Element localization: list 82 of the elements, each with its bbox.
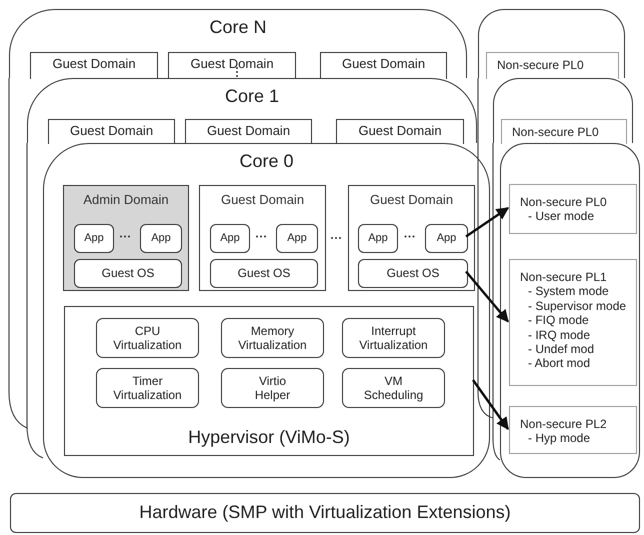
admin-domain-box [63, 185, 189, 291]
box-label: Guest Domain [52, 56, 136, 72]
privilege-panel [500, 143, 640, 478]
box-label: Interrupt Virtualization [359, 324, 428, 352]
box-label: Guest OS [238, 266, 290, 281]
module-box [342, 318, 445, 358]
module-box [96, 318, 199, 358]
app-box [276, 224, 318, 253]
app-box [140, 224, 182, 253]
domain-box [185, 119, 312, 144]
privilege-level-title: Non-secure PL0 [520, 195, 607, 210]
mode-item: - User mode [527, 209, 594, 224]
app-box [425, 224, 468, 253]
module-box [96, 368, 199, 408]
domain-box [48, 119, 175, 144]
box-label: Guest Domain [206, 123, 290, 139]
box-label: App [151, 232, 171, 246]
mode-item: - Abort mod [527, 356, 590, 371]
box-label: Guest OS [386, 266, 440, 281]
domain-box [320, 52, 447, 79]
mode-item: - System mode [527, 284, 609, 299]
box-label: VM Scheduling [364, 374, 424, 402]
privilege-level-box [486, 52, 619, 79]
box-label: App [220, 232, 240, 246]
box-label: Virtio Helper [254, 374, 290, 402]
module-box [221, 318, 324, 358]
privilege-level-box [509, 406, 637, 454]
box-label: Guest Domain [370, 192, 454, 208]
hardware-bar [10, 493, 640, 533]
privilege-level-title: Non-secure PL1 [520, 270, 607, 284]
guest-os-box [74, 259, 182, 288]
box-label: Core 0 [239, 151, 294, 173]
domain-box [348, 185, 475, 291]
privilege-panel [478, 9, 625, 78]
domain-box [199, 185, 326, 291]
box-label: App [84, 232, 104, 246]
box-label: Memory Virtualization [238, 324, 307, 352]
mode-item: - Undef mod [527, 342, 594, 356]
hypervisor-box [64, 306, 474, 456]
app-box [74, 224, 114, 253]
box-label: Guest Domain [342, 56, 426, 72]
privilege-level-title: Non-secure PL0 [512, 125, 599, 140]
arrow [472, 379, 510, 430]
privilege-level-box [509, 184, 637, 234]
mode-item: - IRQ mode [527, 328, 590, 342]
domain-box [168, 52, 296, 79]
privilege-level-title: Non-secure PL2 [520, 417, 607, 432]
box-label: Guest Domain [358, 123, 442, 139]
box-label: Core N [209, 17, 266, 39]
arrow [465, 270, 509, 322]
box-label: App [436, 232, 456, 246]
app-box [210, 224, 250, 253]
box-label: Hypervisor (ViMo-S) [188, 427, 350, 449]
box-label: Core 1 [224, 86, 280, 108]
box-label: Guest OS [102, 266, 154, 281]
module-box [221, 368, 324, 408]
core-panel [27, 78, 477, 143]
domain-box [30, 52, 158, 79]
box-label: CPU Virtualization [113, 324, 182, 352]
module-box [342, 368, 445, 408]
mode-item: - Supervisor mode [527, 298, 626, 314]
mode-item: - FIQ mode [527, 313, 589, 328]
privilege-level-box [509, 259, 637, 386]
app-box [358, 224, 398, 253]
privilege-level-title: Non-secure PL0 [497, 58, 584, 72]
box-label: Timer Virtualization [113, 374, 182, 402]
box-label: App [368, 232, 388, 246]
domain-box [336, 119, 464, 144]
box-label: Guest Domain [190, 56, 274, 72]
guest-os-box [210, 259, 318, 288]
mode-item: - Hyp mode [527, 431, 590, 446]
guest-os-box [358, 259, 468, 288]
box-label: Guest Domain [220, 192, 304, 208]
box-label: App [287, 232, 307, 246]
privilege-panel [493, 78, 633, 143]
box-label: Admin Domain [83, 192, 169, 208]
privilege-level-box [501, 119, 627, 144]
box-label: Hardware (SMP with Virtualization Extensions) [139, 502, 511, 524]
arrow [465, 206, 510, 238]
box-label: Guest Domain [70, 123, 154, 139]
core-panel [43, 143, 490, 478]
core-panel [9, 9, 467, 78]
